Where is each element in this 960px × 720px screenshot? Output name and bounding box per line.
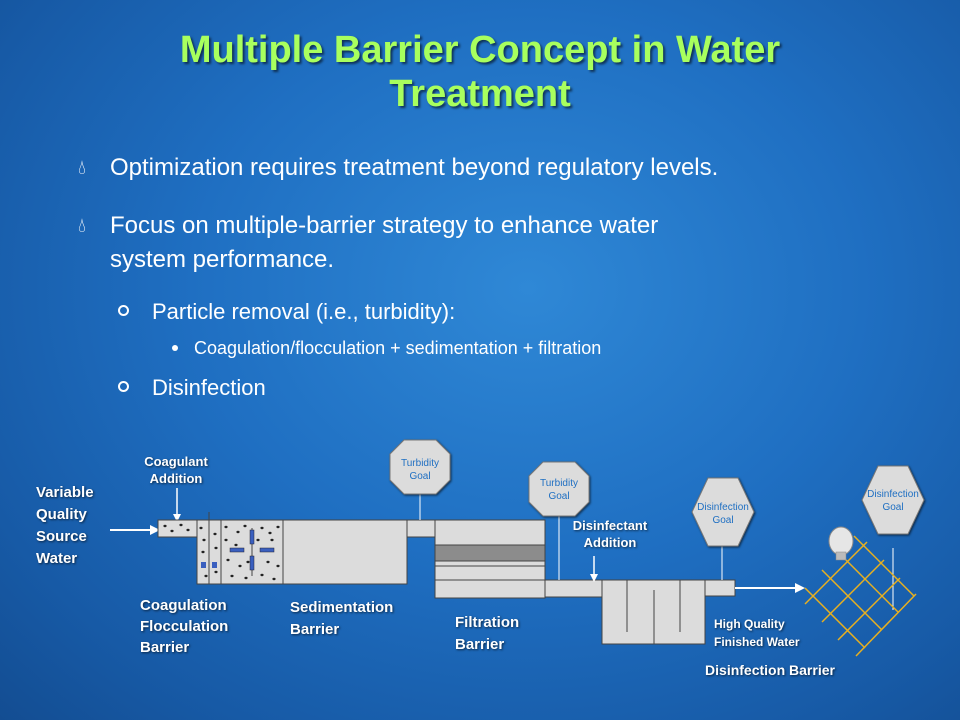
drop-bullet-icon: 💧︎: [78, 157, 86, 179]
coagulant-line2: Addition: [150, 471, 203, 486]
turbidity-goal-1-line1: Turbidity: [401, 458, 439, 469]
turbidity-goal-1-line2: Goal: [409, 471, 430, 482]
disinfection-barrier-label: Disinfection Barrier: [705, 662, 835, 678]
filtration-unit: [434, 519, 546, 599]
bullet-text: Focus on multiple-barrier strategy to en…: [110, 212, 659, 239]
coagulant-line1: Coagulant: [144, 454, 208, 469]
coag-barrier-line1: Coagulation: [140, 597, 227, 614]
flocculation-tank: [201, 519, 284, 585]
circle-bullet-icon: [118, 305, 129, 316]
sedimentation-tank: [282, 519, 408, 585]
source-line2: Quality: [36, 506, 88, 523]
sub-sub-bullet-text: Coagulation/flocculation + sedimentation…: [194, 338, 602, 358]
disinfectant-line1: Disinfectant: [573, 518, 648, 533]
outlet-arrow: [735, 583, 805, 593]
turbidity-goal-2-line1: Turbidity: [540, 478, 578, 489]
bullet-text: system performance.: [110, 246, 335, 273]
disinfectant-line2: Addition: [584, 535, 637, 550]
dot-bullet-icon: [172, 345, 178, 351]
disinfectant-arrow: [590, 556, 598, 582]
slide-title: Multiple Barrier Concept in Water Treatm…: [60, 28, 900, 116]
floc-particles: [163, 523, 280, 581]
water-tap-icon: [828, 526, 854, 561]
inflow-arrow: [110, 525, 160, 535]
turbidity-goal-2-line2: Goal: [548, 491, 569, 502]
coag-barrier-line3: Barrier: [140, 639, 189, 656]
final-outlet-pipe: [704, 579, 736, 597]
filter-outlet-pipe: [544, 579, 603, 598]
source-line4: Water: [36, 550, 77, 567]
source-line3: Source: [36, 528, 87, 545]
circle-bullet-icon: [118, 381, 129, 392]
disinfection-goal-1-line1: Disinfection: [697, 502, 749, 513]
coagulation-tank: [196, 512, 222, 585]
title-line-2: Treatment: [389, 73, 571, 115]
filt-barrier-line1: Filtration: [455, 614, 519, 631]
distribution-grid: [804, 535, 917, 657]
source-line1: Variable: [36, 484, 94, 501]
disinfection-goal-2-line1: Disinfection: [867, 489, 919, 500]
sed-outlet-pipe: [406, 519, 436, 538]
drop-bullet-icon: 💧︎: [78, 215, 86, 237]
disinfection-goal-1-hexagon: Disinfection Goal: [691, 477, 755, 547]
disinfection-goal-2-hexagon: Disinfection Goal: [861, 465, 925, 535]
finished-line2: Finished Water: [714, 635, 800, 649]
disinfection-goal-2-line2: Goal: [882, 502, 903, 513]
bullet-text: Optimization requires treatment beyond r…: [110, 154, 719, 181]
sub-bullet-text: Disinfection: [152, 375, 266, 400]
turbidity-goal-2-octagon: Turbidity Goal: [528, 461, 590, 517]
filt-barrier-line2: Barrier: [455, 636, 504, 653]
sed-barrier-line1: Sedimentation: [290, 599, 393, 616]
coagulant-arrow: [173, 488, 181, 522]
disinfection-goal-1-line2: Goal: [712, 515, 733, 526]
coag-barrier-line2: Flocculation: [140, 618, 228, 635]
turbidity-goal-1-octagon: Turbidity Goal: [389, 439, 451, 495]
sub-bullet-text: Particle removal (i.e., turbidity):: [152, 299, 456, 324]
inlet-pipe: [157, 519, 199, 538]
finished-line1: High Quality: [714, 617, 785, 631]
sed-barrier-line2: Barrier: [290, 621, 339, 638]
title-line-1: Multiple Barrier Concept in Water: [179, 29, 781, 71]
disinfection-tank: [601, 579, 706, 645]
